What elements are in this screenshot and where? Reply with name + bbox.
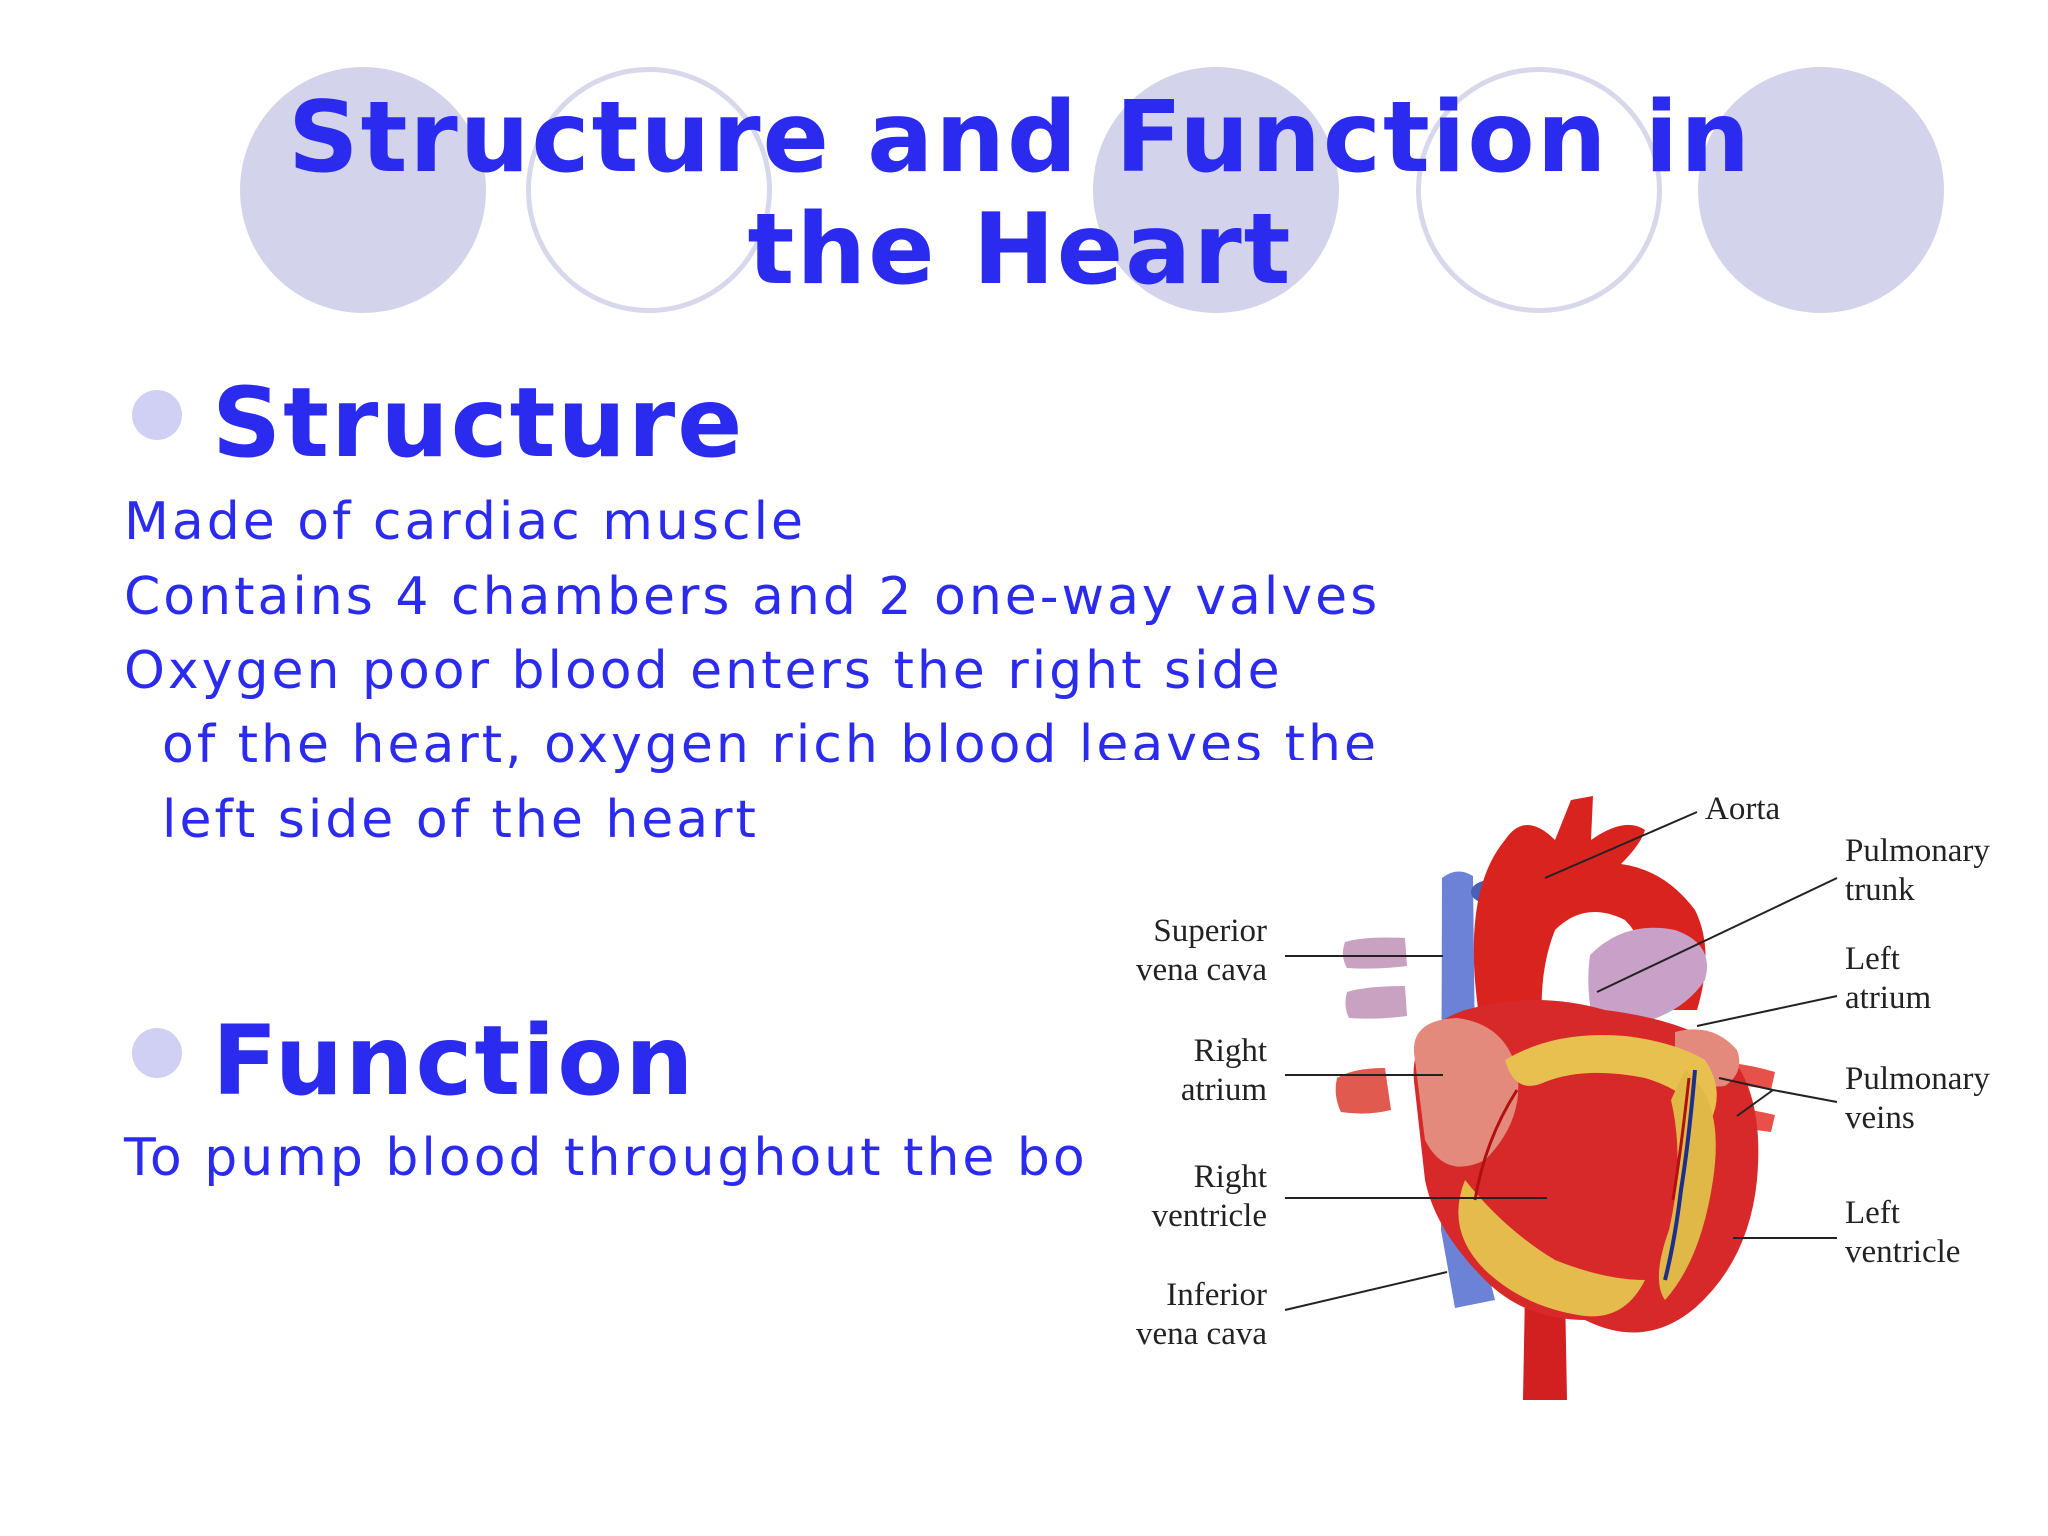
label-left-atrium: Left atrium (1845, 941, 1932, 1016)
heart-illustration (1284, 796, 1838, 1400)
decor-circle-5 (1698, 67, 1944, 313)
structure-heading: Structure (212, 367, 745, 479)
bullet-structure (132, 390, 182, 440)
label-superior-vena-cava: Superior vena cava (1136, 913, 1267, 988)
bullet-function (132, 1028, 182, 1078)
leader-lines (1284, 811, 1838, 1311)
heart-diagram: Aorta Pulmonary trunk Left atrium Pulmon… (1085, 760, 2025, 1410)
label-aorta: Aorta (1705, 791, 1781, 827)
label-pulmonary-trunk: Pulmonary trunk (1845, 833, 1990, 908)
right-coronary-artery (1473, 1089, 1519, 1201)
label-inferior-vena-cava: Inferior vena cava (1136, 1277, 1267, 1352)
coronary-vein (1663, 1069, 1697, 1281)
lower-fat (1458, 1180, 1645, 1317)
structure-line: Oxygen poor blood enters the right side (124, 641, 1283, 701)
label-left-ventricle: Left ventricle (1845, 1195, 1961, 1270)
decor-circle-4 (1416, 67, 1662, 313)
label-right-atrium: Right atrium (1180, 1033, 1267, 1108)
slide-title: Structure and Function in the Heart (287, 81, 1752, 307)
label-right-ventricle: Right ventricle (1151, 1159, 1267, 1234)
label-pulmonary-veins: Pulmonary veins (1845, 1061, 1990, 1136)
decor-circle-1 (240, 67, 486, 313)
structure-line: Contains 4 chambers and 2 one-way valves (124, 567, 1381, 627)
coronary-fat (1505, 1035, 1717, 1120)
function-line: To pump blood throughout the bo (124, 1128, 1088, 1188)
right-atrium (1413, 1018, 1519, 1167)
decor-circle-3 (1093, 67, 1339, 313)
decor-circle-2 (526, 67, 772, 313)
coronary-artery (1671, 1077, 1691, 1201)
descending-aorta (1523, 1290, 1567, 1400)
function-heading: Function (212, 1005, 696, 1117)
pulmonary-vein-left (1335, 1068, 1391, 1114)
structure-line: left side of the heart (162, 790, 759, 850)
pulmonary-artery-left-1 (1342, 937, 1407, 969)
structure-line: Made of cardiac muscle (124, 492, 807, 552)
pulmonary-artery-left-2 (1345, 986, 1407, 1019)
